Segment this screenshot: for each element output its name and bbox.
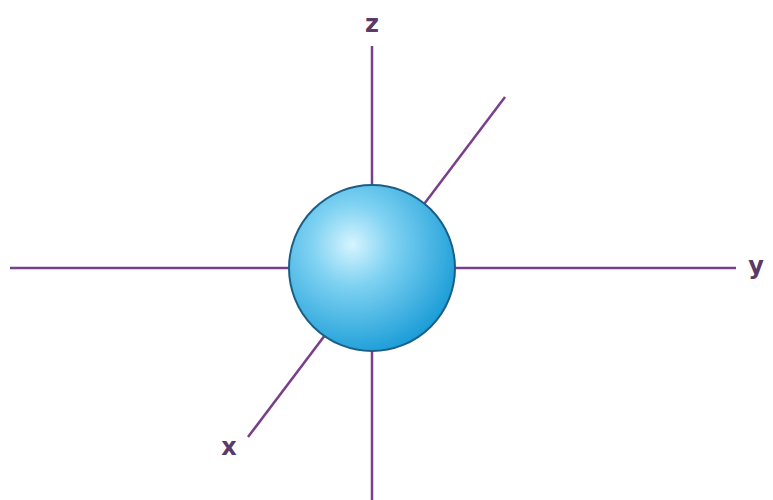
axis-label: x bbox=[221, 435, 236, 459]
axis-label: z bbox=[365, 12, 379, 36]
axis-label: y bbox=[748, 254, 764, 278]
x-axis bbox=[248, 97, 505, 437]
s-orbital-sphere bbox=[289, 185, 455, 351]
